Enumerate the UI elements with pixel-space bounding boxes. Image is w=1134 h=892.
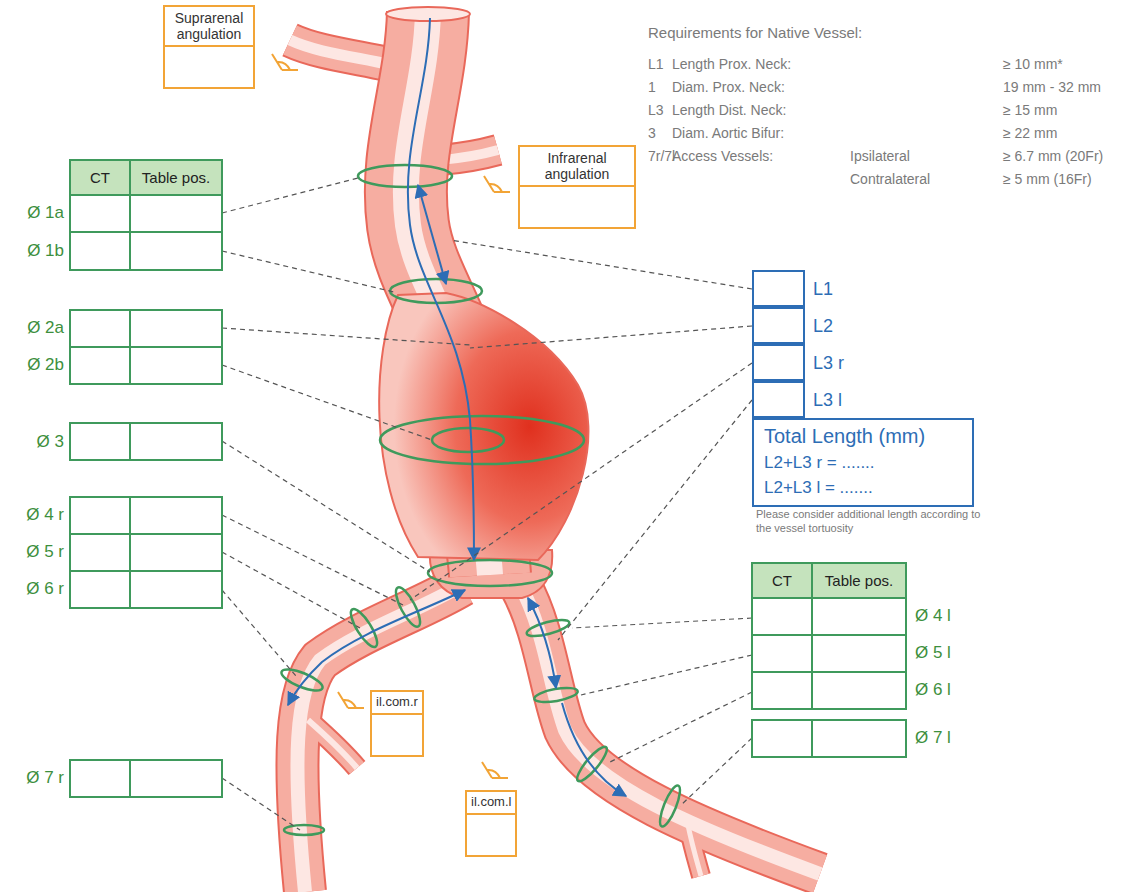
- ring-6l: [573, 743, 610, 784]
- angle-symbol: [482, 762, 508, 778]
- centerline-arrow: [408, 18, 474, 560]
- angulation-heading: Suprarenal angulation: [169, 10, 249, 42]
- total-length-text: L2+L3 l = .......: [764, 478, 962, 498]
- angulation-heading: il.com.l: [471, 795, 511, 810]
- table-header: CT: [70, 160, 130, 195]
- ring-4l: [525, 617, 571, 640]
- table-header: Table pos.: [130, 160, 222, 195]
- table-header: Table pos.: [812, 563, 906, 598]
- angle-value-cell: [372, 713, 422, 755]
- requirements-heading: Requirements for Native Vessel:: [648, 24, 862, 41]
- diameter-label: Ø 6 r: [0, 579, 64, 599]
- angulation-heading: il.com.r: [376, 695, 418, 710]
- l3l-arrow: [528, 598, 556, 688]
- ring-7l: [656, 783, 684, 828]
- requirement-value: 19 mm - 32 mm: [1003, 79, 1101, 95]
- requirement-value: ≥ 6.7 mm (20Fr): [1003, 148, 1103, 164]
- diameter-label: Ø 5 r: [0, 542, 64, 562]
- requirement-value: ≥ 5 mm (16Fr): [1003, 171, 1092, 187]
- l3r-arrow: [288, 590, 465, 705]
- angle-symbols: [272, 54, 510, 778]
- ring-2b: [432, 428, 504, 452]
- requirement-name: Diam. Prox. Neck:: [672, 79, 785, 95]
- angle-value-cell: [467, 813, 515, 855]
- total-length-box: Total Length (mm) L2+L3 r = ....... L2+L3 …: [752, 418, 974, 507]
- diameter-label: Ø 2a: [0, 318, 64, 338]
- aneurysm-sac: [379, 293, 588, 560]
- ring-2a: [380, 416, 584, 464]
- leader-lines: [222, 178, 752, 830]
- requirement-name: Access Vessels:: [672, 148, 773, 164]
- requirement-name: Contralateral: [850, 171, 930, 187]
- diameter-label: Ø 1a: [0, 203, 64, 223]
- diameter-label: Ø 6 l: [915, 680, 951, 700]
- angle-symbol: [484, 176, 510, 192]
- angulation-box: il.com.l: [465, 790, 517, 857]
- requirement-code: 7r/7l: [648, 148, 675, 164]
- ring-1b: [390, 279, 482, 303]
- vessel-outer: [290, 40, 820, 892]
- vessel-body: [290, 40, 820, 892]
- angulation-box: il.com.r: [370, 690, 424, 757]
- measure-rings: [279, 165, 684, 835]
- requirement-code: L1: [648, 56, 664, 72]
- requirement-code: 3: [648, 125, 656, 141]
- diameter-label: Ø 2b: [0, 355, 64, 375]
- angle-value-cell: [520, 185, 634, 227]
- requirement-value: ≥ 22 mm: [1003, 125, 1057, 141]
- ring-7r: [284, 825, 324, 835]
- length-box: L1: [752, 270, 805, 307]
- angle-symbol: [338, 692, 364, 708]
- diameter-label: Ø 5 l: [915, 643, 951, 663]
- vessel-highlight: [290, 40, 820, 892]
- diameter-label: Ø 7 r: [0, 768, 64, 788]
- ring-5l: [533, 685, 578, 704]
- ring-1a: [358, 165, 452, 187]
- length-box: L2: [752, 307, 805, 344]
- requirement-value: ≥ 10 mm*: [1003, 56, 1063, 72]
- note-text: Please consider additional length accord…: [756, 508, 986, 536]
- requirement-value: ≥ 15 mm: [1003, 102, 1057, 118]
- angle-value-cell: [165, 45, 253, 87]
- angulation-box: Suprarenal angulation: [163, 5, 255, 89]
- requirement-name: Length Dist. Neck:: [672, 102, 786, 118]
- ring-4r: [391, 584, 424, 629]
- diameter-label: Ø 7 l: [915, 728, 951, 748]
- ring-3: [428, 560, 552, 586]
- requirement-code: L3: [648, 102, 664, 118]
- requirement-code: 1: [648, 79, 656, 95]
- angulation-heading: Infrarenal angulation: [524, 150, 630, 182]
- diameter-label: Ø 4 l: [915, 606, 951, 626]
- requirement-name: Ipsilateral: [850, 148, 910, 164]
- total-length-text: L2+L3 r = .......: [764, 453, 962, 473]
- length-name: L2: [813, 315, 833, 336]
- length-box: L3 r: [752, 344, 805, 381]
- angle-symbol: [272, 54, 298, 70]
- l1-arrow: [418, 185, 446, 284]
- diameter-label: Ø 3: [0, 432, 64, 452]
- length-name: L1: [813, 278, 833, 299]
- length-box: L3 l: [752, 381, 805, 418]
- angulation-box: Infrarenal angulation: [518, 145, 636, 229]
- ring-6r: [279, 665, 325, 694]
- requirement-name: Diam. Aortic Bifur:: [672, 125, 784, 141]
- length-arrows: [288, 18, 626, 796]
- length-name: L3 l: [813, 389, 842, 410]
- length-name: L3 r: [813, 352, 844, 373]
- total-length-text: Total Length (mm): [764, 425, 962, 448]
- iliac-arrow: [562, 703, 626, 796]
- table-header: CT: [752, 563, 812, 598]
- requirement-name: Length Prox. Neck:: [672, 56, 791, 72]
- diameter-label: Ø 1b: [0, 241, 64, 261]
- diameter-label: Ø 4 r: [0, 505, 64, 525]
- aorta-opening: [386, 7, 470, 21]
